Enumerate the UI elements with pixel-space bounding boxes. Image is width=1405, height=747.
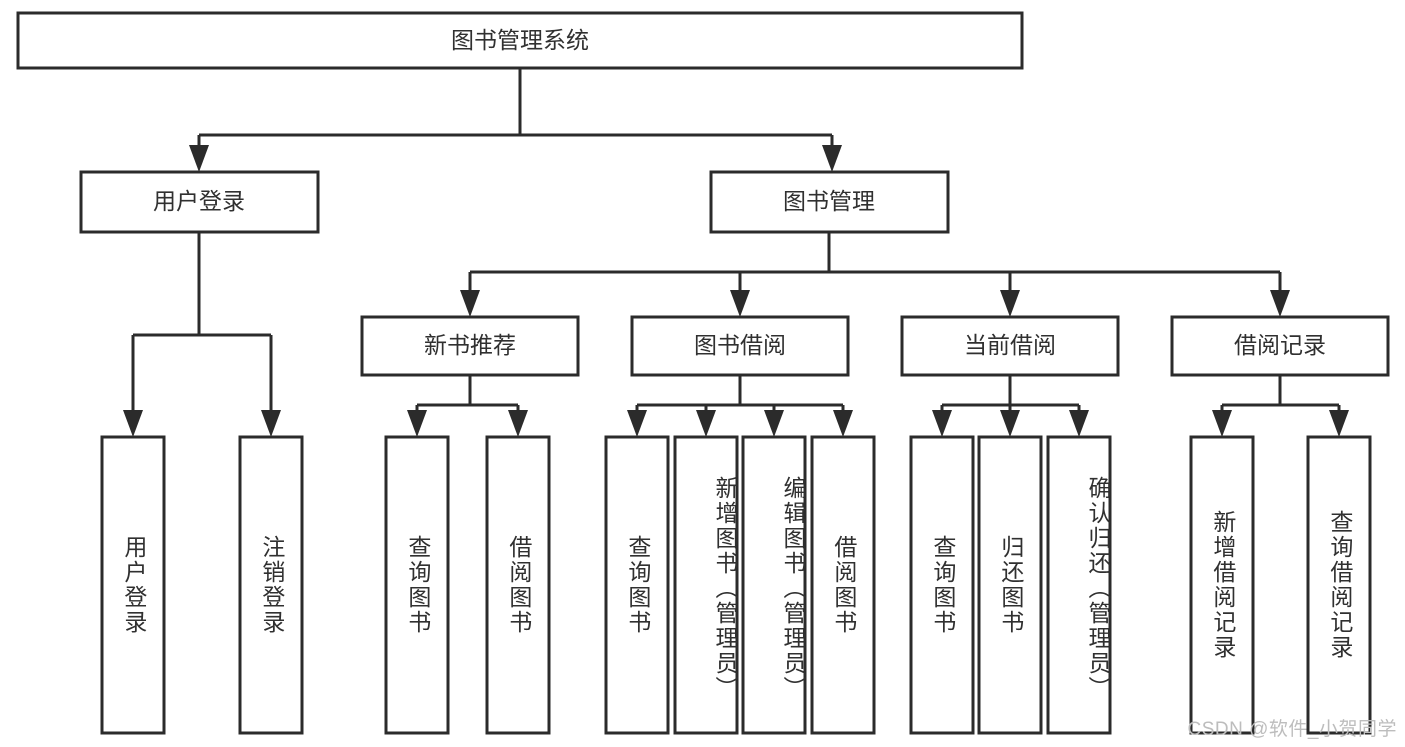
node-root[interactable]: 图书管理系统 xyxy=(16,11,1024,70)
leaf-box-current-borrow-1[interactable] xyxy=(977,435,1043,735)
level3-label-0: 新书推荐 xyxy=(424,332,516,358)
root-box[interactable] xyxy=(16,11,1024,70)
node-borrow-record[interactable]: 借阅记录 xyxy=(1170,315,1390,377)
csdn-watermark: CSDN @软件_小贺同学 xyxy=(1187,719,1397,740)
connector-newbook-to-leaves xyxy=(407,375,528,437)
leaf-box-book-borrow-2[interactable] xyxy=(741,435,807,735)
connector-userlogin-to-leaves xyxy=(123,232,281,437)
connector-bookborrow-to-leaves xyxy=(627,375,853,437)
node-book-management[interactable]: 图书管理 xyxy=(709,170,950,234)
arrow-head-icon xyxy=(1212,410,1232,437)
arrow-head-icon xyxy=(1270,290,1290,317)
leaf-box-current-borrow-0[interactable] xyxy=(909,435,975,735)
leaf-box-user-login-0[interactable] xyxy=(100,435,166,735)
leaf-box-borrow-record-0[interactable] xyxy=(1189,435,1255,735)
level3-label-1: 图书借阅 xyxy=(694,332,786,358)
arrow-head-icon xyxy=(189,145,209,172)
arrow-head-icon xyxy=(1329,410,1349,437)
connector-currentborrow-to-leaves xyxy=(932,375,1089,437)
leaf-box-book-borrow-3[interactable] xyxy=(810,435,876,735)
level3-box-0[interactable] xyxy=(360,315,580,377)
arrow-head-icon xyxy=(764,410,784,437)
leaf-box-new-book-1[interactable] xyxy=(485,435,551,735)
level3-label-3: 借阅记录 xyxy=(1234,332,1326,358)
arrow-head-icon xyxy=(1069,410,1089,437)
connector-root-to-level2 xyxy=(189,68,842,172)
arrow-head-icon xyxy=(696,410,716,437)
arrow-head-icon xyxy=(460,290,480,317)
leaf-box-borrow-record-1[interactable] xyxy=(1306,435,1372,735)
level2-label-1: 图书管理 xyxy=(783,188,875,214)
level2-label-0: 用户登录 xyxy=(153,188,245,214)
leaf-box-current-borrow-2[interactable] xyxy=(1046,435,1112,735)
leaf-box-book-borrow-0[interactable] xyxy=(604,435,670,735)
arrow-head-icon xyxy=(508,410,528,437)
arrow-head-icon xyxy=(627,410,647,437)
arrow-head-icon xyxy=(261,410,281,437)
node-new-book-recommend[interactable]: 新书推荐 xyxy=(360,315,580,377)
node-user-login[interactable]: 用户登录 xyxy=(79,170,320,234)
root-label: 图书管理系统 xyxy=(451,27,589,53)
leaf-box-user-login-1[interactable] xyxy=(238,435,304,735)
arrow-head-icon xyxy=(1000,290,1020,317)
node-book-borrow[interactable]: 图书借阅 xyxy=(630,315,850,377)
arrow-head-icon xyxy=(1000,410,1020,437)
arrow-head-icon xyxy=(407,410,427,437)
arrow-head-icon xyxy=(932,410,952,437)
node-current-borrow[interactable]: 当前借阅 xyxy=(900,315,1120,377)
level3-box-2[interactable] xyxy=(900,315,1120,377)
connector-bookmgmt-to-level3 xyxy=(460,232,1290,317)
arrow-head-icon xyxy=(822,145,842,172)
level3-label-2: 当前借阅 xyxy=(964,332,1056,358)
connector-borrowrecord-to-leaves xyxy=(1212,375,1349,437)
level2-box-0[interactable] xyxy=(79,170,320,234)
arrow-head-icon xyxy=(833,410,853,437)
arrow-head-icon xyxy=(730,290,750,317)
arrow-head-icon xyxy=(123,410,143,437)
leaf-box-new-book-0[interactable] xyxy=(384,435,450,735)
leaf-box-book-borrow-1[interactable] xyxy=(673,435,739,735)
